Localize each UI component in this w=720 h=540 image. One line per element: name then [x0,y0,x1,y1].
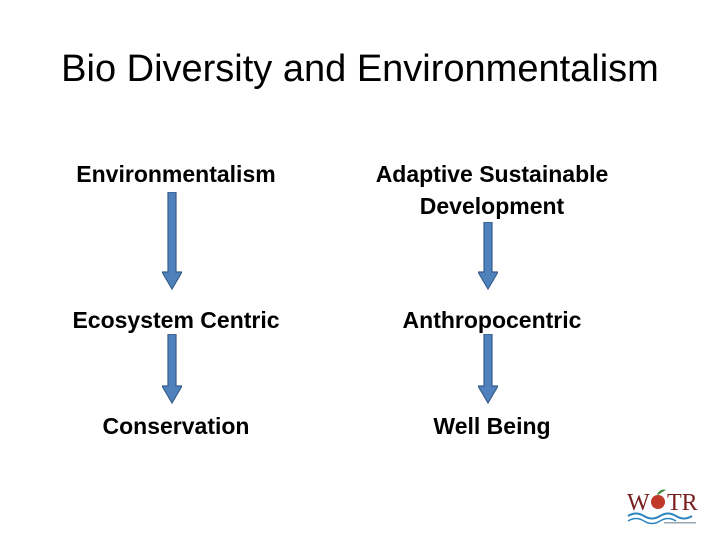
svg-text:W: W [627,490,650,516]
node-adaptive-sustainable-development: Adaptive Sustainable Development [375,161,609,219]
down-arrow-icon [478,222,498,290]
node-well-being: Well Being [433,413,551,439]
node-conservation: Conservation [102,413,250,439]
svg-text:TR: TR [667,490,698,516]
down-arrow-icon [162,192,182,290]
node-ecosystem-centric: Ecosystem Centric [72,307,280,333]
node-environmentalism: Environmentalism [76,161,276,187]
wotr-logo: W TR [624,484,700,528]
slide-title: Bio Diversity and Environmentalism [61,48,659,90]
down-arrow-icon [478,334,498,404]
down-arrow-icon [162,334,182,404]
node-anthropocentric: Anthropocentric [402,307,582,333]
